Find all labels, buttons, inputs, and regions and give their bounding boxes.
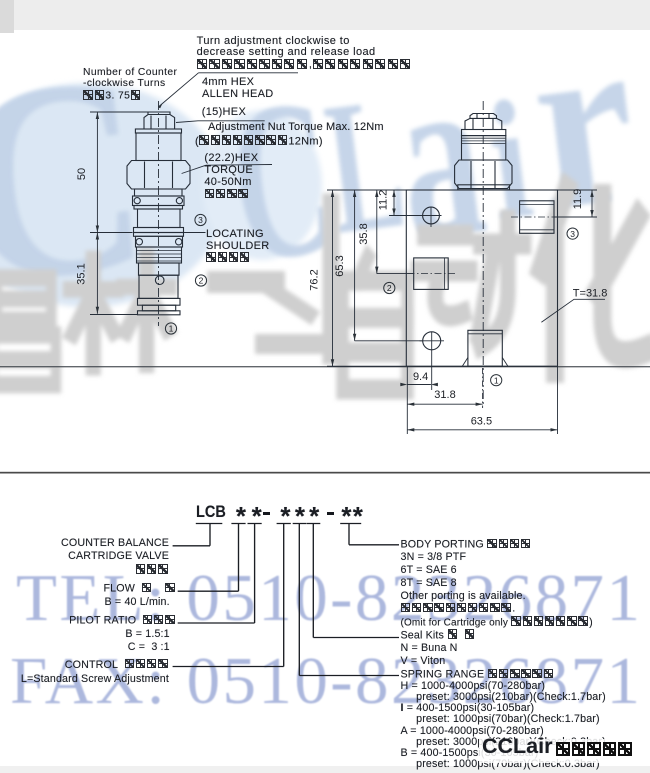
svg-text:76.2: 76.2 xyxy=(309,269,321,290)
svg-text:11.9: 11.9 xyxy=(572,189,584,210)
svg-text:35.1: 35.1 xyxy=(76,263,88,284)
svg-text:35.8: 35.8 xyxy=(358,223,370,244)
svg-text:FAX: 0510-82326871: FAX: 0510-82326871 xyxy=(10,644,640,718)
svg-text:50: 50 xyxy=(76,168,88,180)
svg-text:11.2: 11.2 xyxy=(378,190,390,211)
svg-text:2: 2 xyxy=(199,276,204,286)
svg-text:2: 2 xyxy=(387,283,392,293)
svg-text:63.5: 63.5 xyxy=(471,416,492,428)
svg-text:9.4: 9.4 xyxy=(413,371,428,383)
svg-text:3: 3 xyxy=(198,215,203,225)
svg-text:3: 3 xyxy=(570,229,575,239)
svg-text:T=31.8: T=31.8 xyxy=(573,288,608,300)
svg-text:31.8: 31.8 xyxy=(434,389,455,401)
svg-text:1: 1 xyxy=(494,375,499,385)
svg-text:1: 1 xyxy=(169,324,174,334)
svg-text:65.3: 65.3 xyxy=(334,255,346,276)
